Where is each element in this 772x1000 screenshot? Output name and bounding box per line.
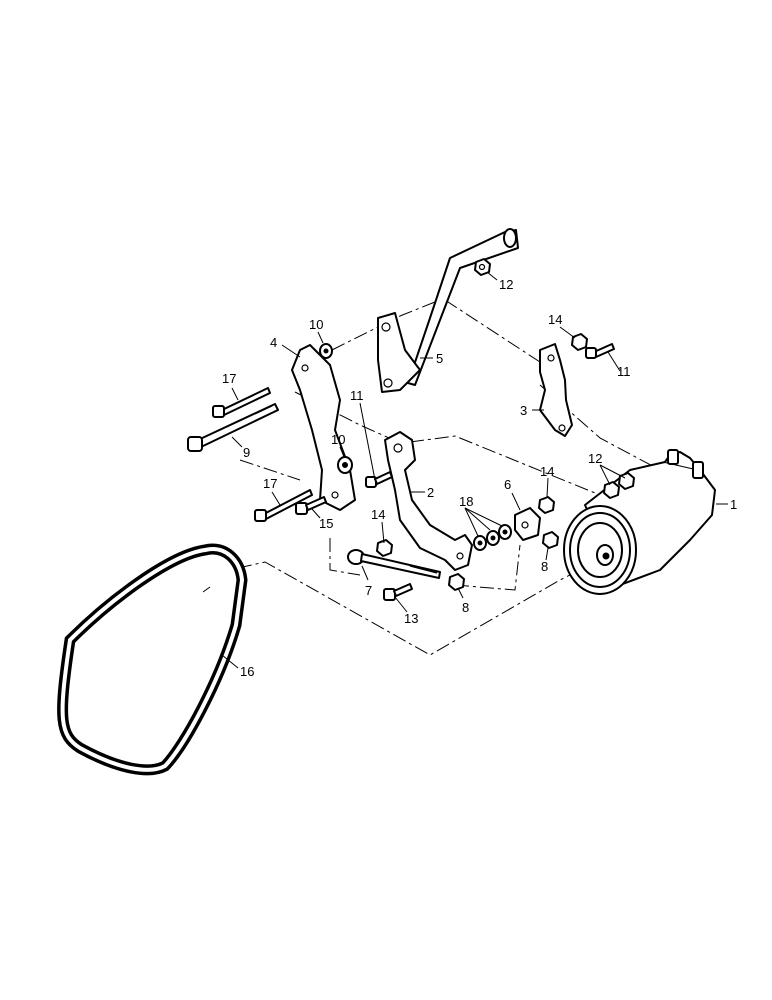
short-bolt-11-left: [365, 471, 393, 488]
callout-18: 18: [459, 494, 473, 509]
short-bolt-13: [383, 583, 413, 601]
washers: [473, 524, 512, 551]
upright-bracket: [291, 344, 356, 511]
nut-12-top: [474, 258, 491, 276]
leader-lines: [202, 271, 728, 669]
nut-14-left: [376, 539, 393, 557]
bolt-lower: [254, 489, 313, 522]
washer-10-mid: [337, 456, 353, 474]
callout-12-top: 12: [499, 277, 513, 292]
callout-8-right: 8: [541, 559, 548, 574]
callout-5: 5: [436, 351, 443, 366]
callout-10-mid: 10: [331, 432, 345, 447]
callout-16: 16: [240, 664, 254, 679]
callout-14-top: 14: [548, 312, 562, 327]
callout-labels: 1 2 3 4 5 6 7 8 8 9 10 10 11 11 12 12 13…: [222, 277, 737, 679]
adjust-block: [514, 507, 541, 541]
callout-14-left: 14: [371, 507, 385, 522]
callout-11-left: 11: [350, 388, 364, 403]
nuts-12-compressor: [603, 472, 635, 499]
short-bolt-11-right: [585, 343, 615, 359]
nut-8-lower: [448, 573, 465, 591]
washer-10-top: [319, 343, 333, 359]
callout-13: 13: [404, 611, 418, 626]
callout-17-lower: 17: [263, 476, 277, 491]
nut-14-top: [571, 333, 588, 351]
callout-7: 7: [365, 583, 372, 598]
nut-14-right: [538, 496, 555, 514]
bolt-upper: [212, 387, 271, 418]
callout-3: 3: [520, 403, 527, 418]
callout-10-top: 10: [309, 317, 323, 332]
short-bolt-15: [295, 496, 327, 515]
drive-belt: [57, 543, 248, 776]
callout-1: 1: [730, 497, 737, 512]
callout-12-compressor: 12: [588, 451, 602, 466]
callout-14-right: 14: [540, 464, 554, 479]
callout-6: 6: [504, 477, 511, 492]
callout-2: 2: [427, 485, 434, 500]
adjusting-bolt: [347, 549, 441, 579]
support-rod: [377, 228, 519, 393]
mounting-plate: [384, 431, 473, 571]
callout-15: 15: [319, 516, 333, 531]
callout-9: 9: [243, 445, 250, 460]
long-bolt: [187, 403, 279, 452]
callout-11-right: 11: [617, 364, 631, 379]
callout-4: 4: [270, 335, 277, 350]
callout-17-upper: 17: [222, 371, 236, 386]
small-bracket: [539, 343, 573, 437]
callout-8-lower: 8: [462, 600, 469, 615]
nut-8-right: [542, 531, 559, 549]
compressor: [563, 449, 716, 595]
